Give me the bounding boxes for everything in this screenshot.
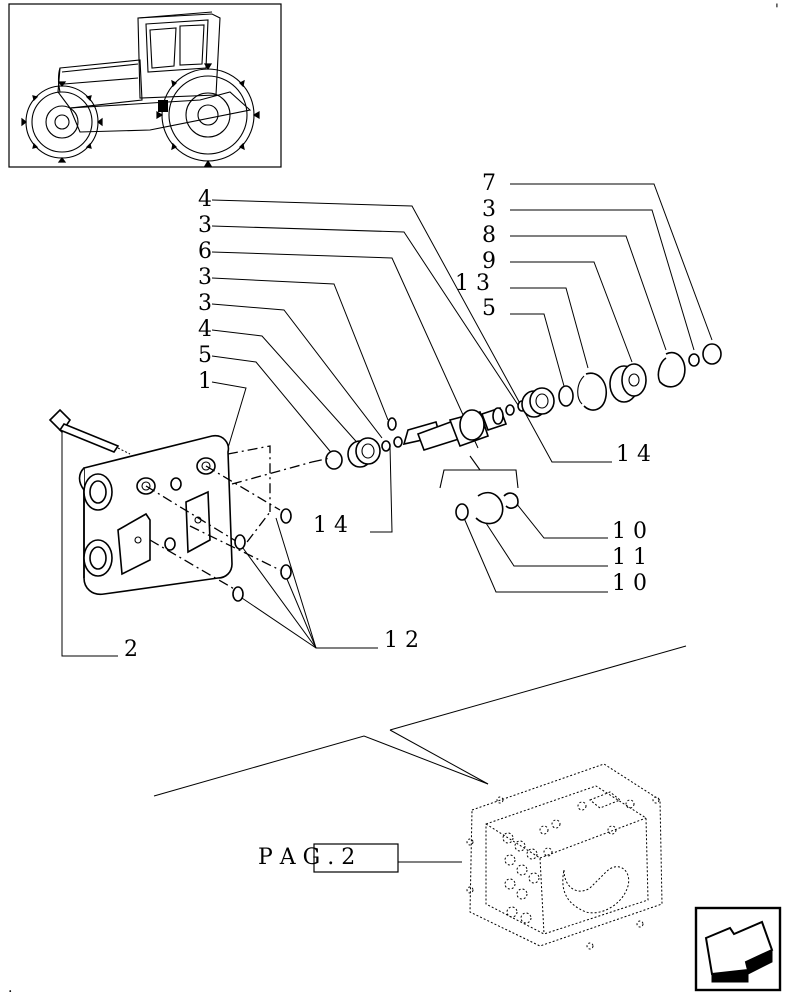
callout-14-left: 1 4 [313,513,348,538]
next-page-arrow-icon[interactable] [694,906,782,992]
page-ref-label: P A G . 2 [258,845,355,870]
callout-5-a: 5 [198,343,212,368]
callout-3-b: 3 [198,265,212,290]
spool-assembly [325,343,722,470]
callout-3-a: 3 [198,213,212,238]
callout-8: 8 [482,223,496,248]
callout-12: 1 2 [384,628,419,653]
o-rings-12 [232,508,292,602]
callout-4-top: 4 [198,187,212,212]
page-reference: P A G . 2 [258,843,399,873]
tractor-thumbnail-icon [8,3,282,168]
callout-4-b: 4 [198,317,212,342]
bolt [48,408,131,455]
callout-3-d: 3 [482,197,496,222]
callout-2: 2 [124,637,138,662]
callout-5-b: 5 [482,296,496,321]
callout-9: 9 [482,249,496,274]
ring-group-10-11 [455,491,519,525]
callout-13: 1 3 [455,271,490,296]
callout-10-b: 1 0 [612,571,647,596]
callout-6: 6 [198,239,212,264]
callout-3-c: 3 [198,291,212,316]
housing-reference [466,763,663,950]
callout-11: 1 1 [612,545,647,570]
callout-14-right: 1 4 [616,442,651,467]
leader-lines [61,183,713,863]
valve-body [78,434,233,596]
callout-10-a: 1 0 [612,519,647,544]
group-bracket [439,469,519,489]
corner-mark-bottom: . [8,980,12,996]
callout-1: 1 [198,369,212,394]
callout-7: 7 [482,171,496,196]
corner-mark-top: ' [775,2,779,18]
